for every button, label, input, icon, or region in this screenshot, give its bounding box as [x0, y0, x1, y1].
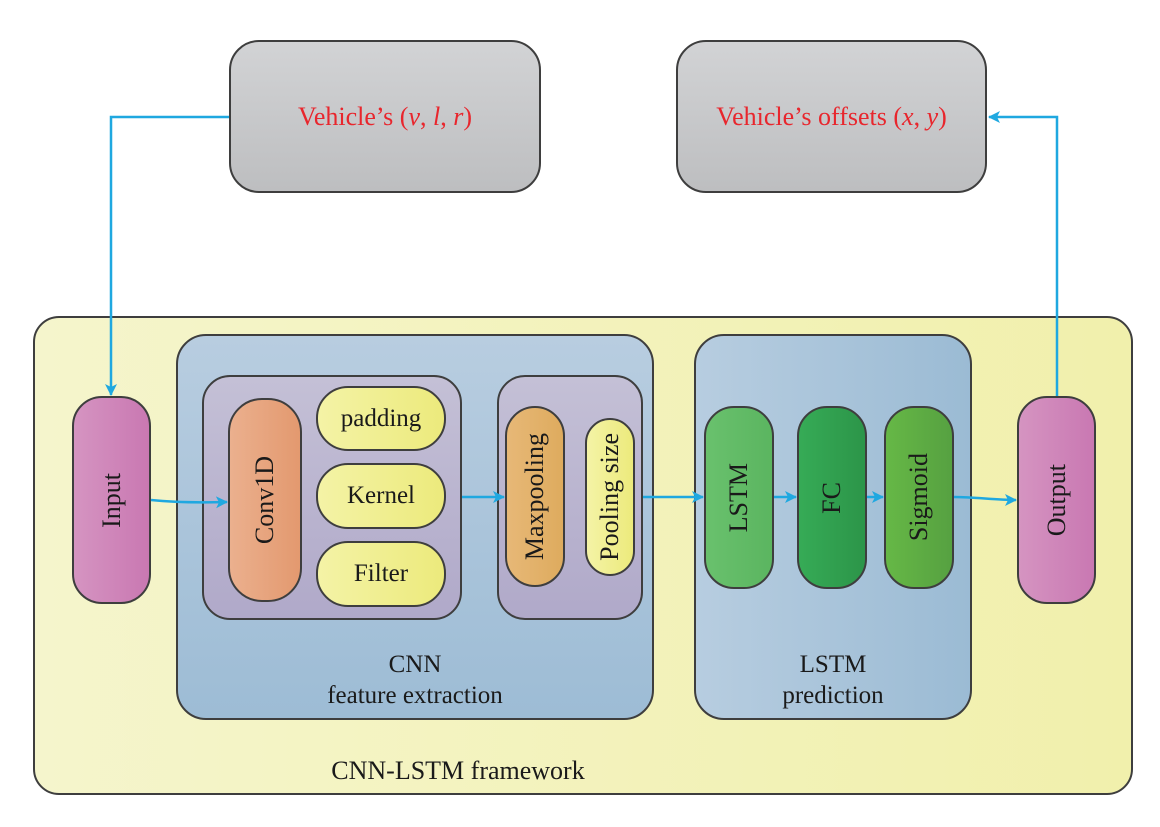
- kernel-label: Kernel: [346, 482, 416, 509]
- input-node: Input: [72, 396, 151, 604]
- padding-label: padding: [340, 404, 422, 432]
- maxpooling-node: Maxpooling: [505, 406, 565, 587]
- pooling-size-label: Pooling size: [595, 433, 624, 561]
- output-node-label: Output: [1041, 463, 1071, 537]
- output-target-box: Vehicle’s offsets (x, y): [676, 40, 987, 193]
- maxpooling-label: Maxpooling: [520, 432, 549, 561]
- lstm-panel-title-line2: prediction: [782, 682, 884, 710]
- pooling-size-node: Pooling size: [585, 418, 635, 576]
- cnn-panel-title-line1: CNN: [388, 651, 442, 678]
- fc-layer-node: FC: [797, 406, 867, 589]
- sigmoid-layer-label: Sigmoid: [904, 453, 933, 542]
- output-node: Output: [1017, 396, 1096, 604]
- conv-param-filter: Filter: [316, 541, 446, 607]
- conv-param-kernel: Kernel: [316, 463, 446, 529]
- framework-label: CNN-LSTM framework: [331, 756, 585, 785]
- conv1d-node: Conv1D: [228, 398, 302, 602]
- input-node-label: Input: [96, 472, 126, 528]
- input-source-label: Vehicle’s (v, l, r): [297, 101, 473, 131]
- conv1d-label: Conv1D: [250, 455, 279, 545]
- sigmoid-layer-node: Sigmoid: [884, 406, 954, 589]
- fc-layer-label: FC: [817, 481, 846, 514]
- lstm-layer-label: LSTM: [724, 462, 753, 533]
- lstm-panel-title: LSTM prediction: [694, 649, 972, 712]
- lstm-panel-title-line1: LSTM: [799, 651, 867, 678]
- input-source-box: Vehicle’s (v, l, r): [229, 40, 541, 193]
- output-target-label: Vehicle’s offsets (x, y): [716, 101, 947, 131]
- filter-label: Filter: [353, 560, 409, 587]
- cnn-panel-title: CNN feature extraction: [176, 649, 654, 712]
- cnn-panel-title-line2: feature extraction: [327, 682, 503, 710]
- lstm-layer-node: LSTM: [704, 406, 774, 589]
- conv-param-padding: padding: [316, 386, 446, 451]
